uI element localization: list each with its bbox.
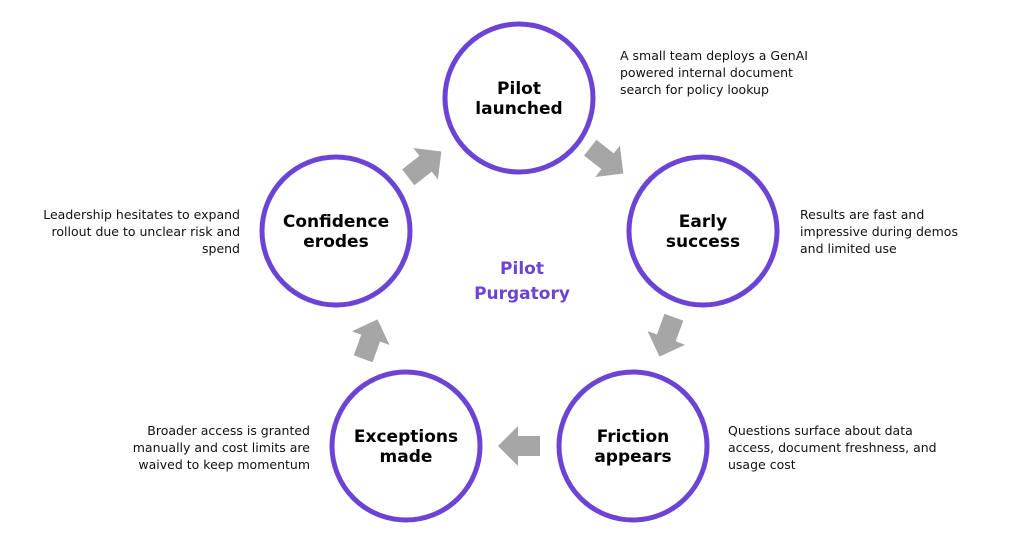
stage-circle-early-success [626,154,780,308]
stage-title-exceptions-made-line1: Exceptions [354,427,458,447]
stage-title-early-success-line1: Early [679,212,727,232]
stage-circle-pilot-launched [442,21,596,175]
arrow-icon [647,313,686,357]
stage-circle-friction-appears [556,369,710,523]
stage-description-confidence-erodes: Leadership hesitates to expand rollout d… [43,207,240,256]
stage-description-exceptions-made: Broader access is granted manually and c… [132,423,310,472]
stage-title-confidence-erodes-line1: Confidence [283,212,389,232]
center-title-line1: Pilot [500,259,544,279]
stage-title-friction-appears-line2: appears [594,447,671,467]
arrow-icon [351,319,390,363]
stage-title-exceptions-made-line2: made [380,447,433,467]
stage-circle-exceptions-made [329,369,483,523]
stage-description-friction-appears: Questions surface about data access, doc… [728,423,937,472]
arrow-icon [402,148,442,186]
stage-title-early-success-line2: success [666,232,740,252]
stage-title-friction-appears-line1: Friction [597,427,670,447]
center-title-line2: Purgatory [474,284,570,304]
stage-title-pilot-launched-line2: launched [475,99,562,119]
stage-description-early-success: Results are fast and impressive during d… [800,207,958,256]
stage-description-pilot-launched: A small team deploys a GenAI powered int… [620,48,808,97]
stage-title-pilot-launched-line1: Pilot [497,79,541,99]
stage-title-confidence-erodes-line2: erodes [303,232,368,252]
stage-circle-confidence-erodes [259,154,413,308]
arrow-icon [498,426,540,466]
arrow-icon [584,139,624,177]
